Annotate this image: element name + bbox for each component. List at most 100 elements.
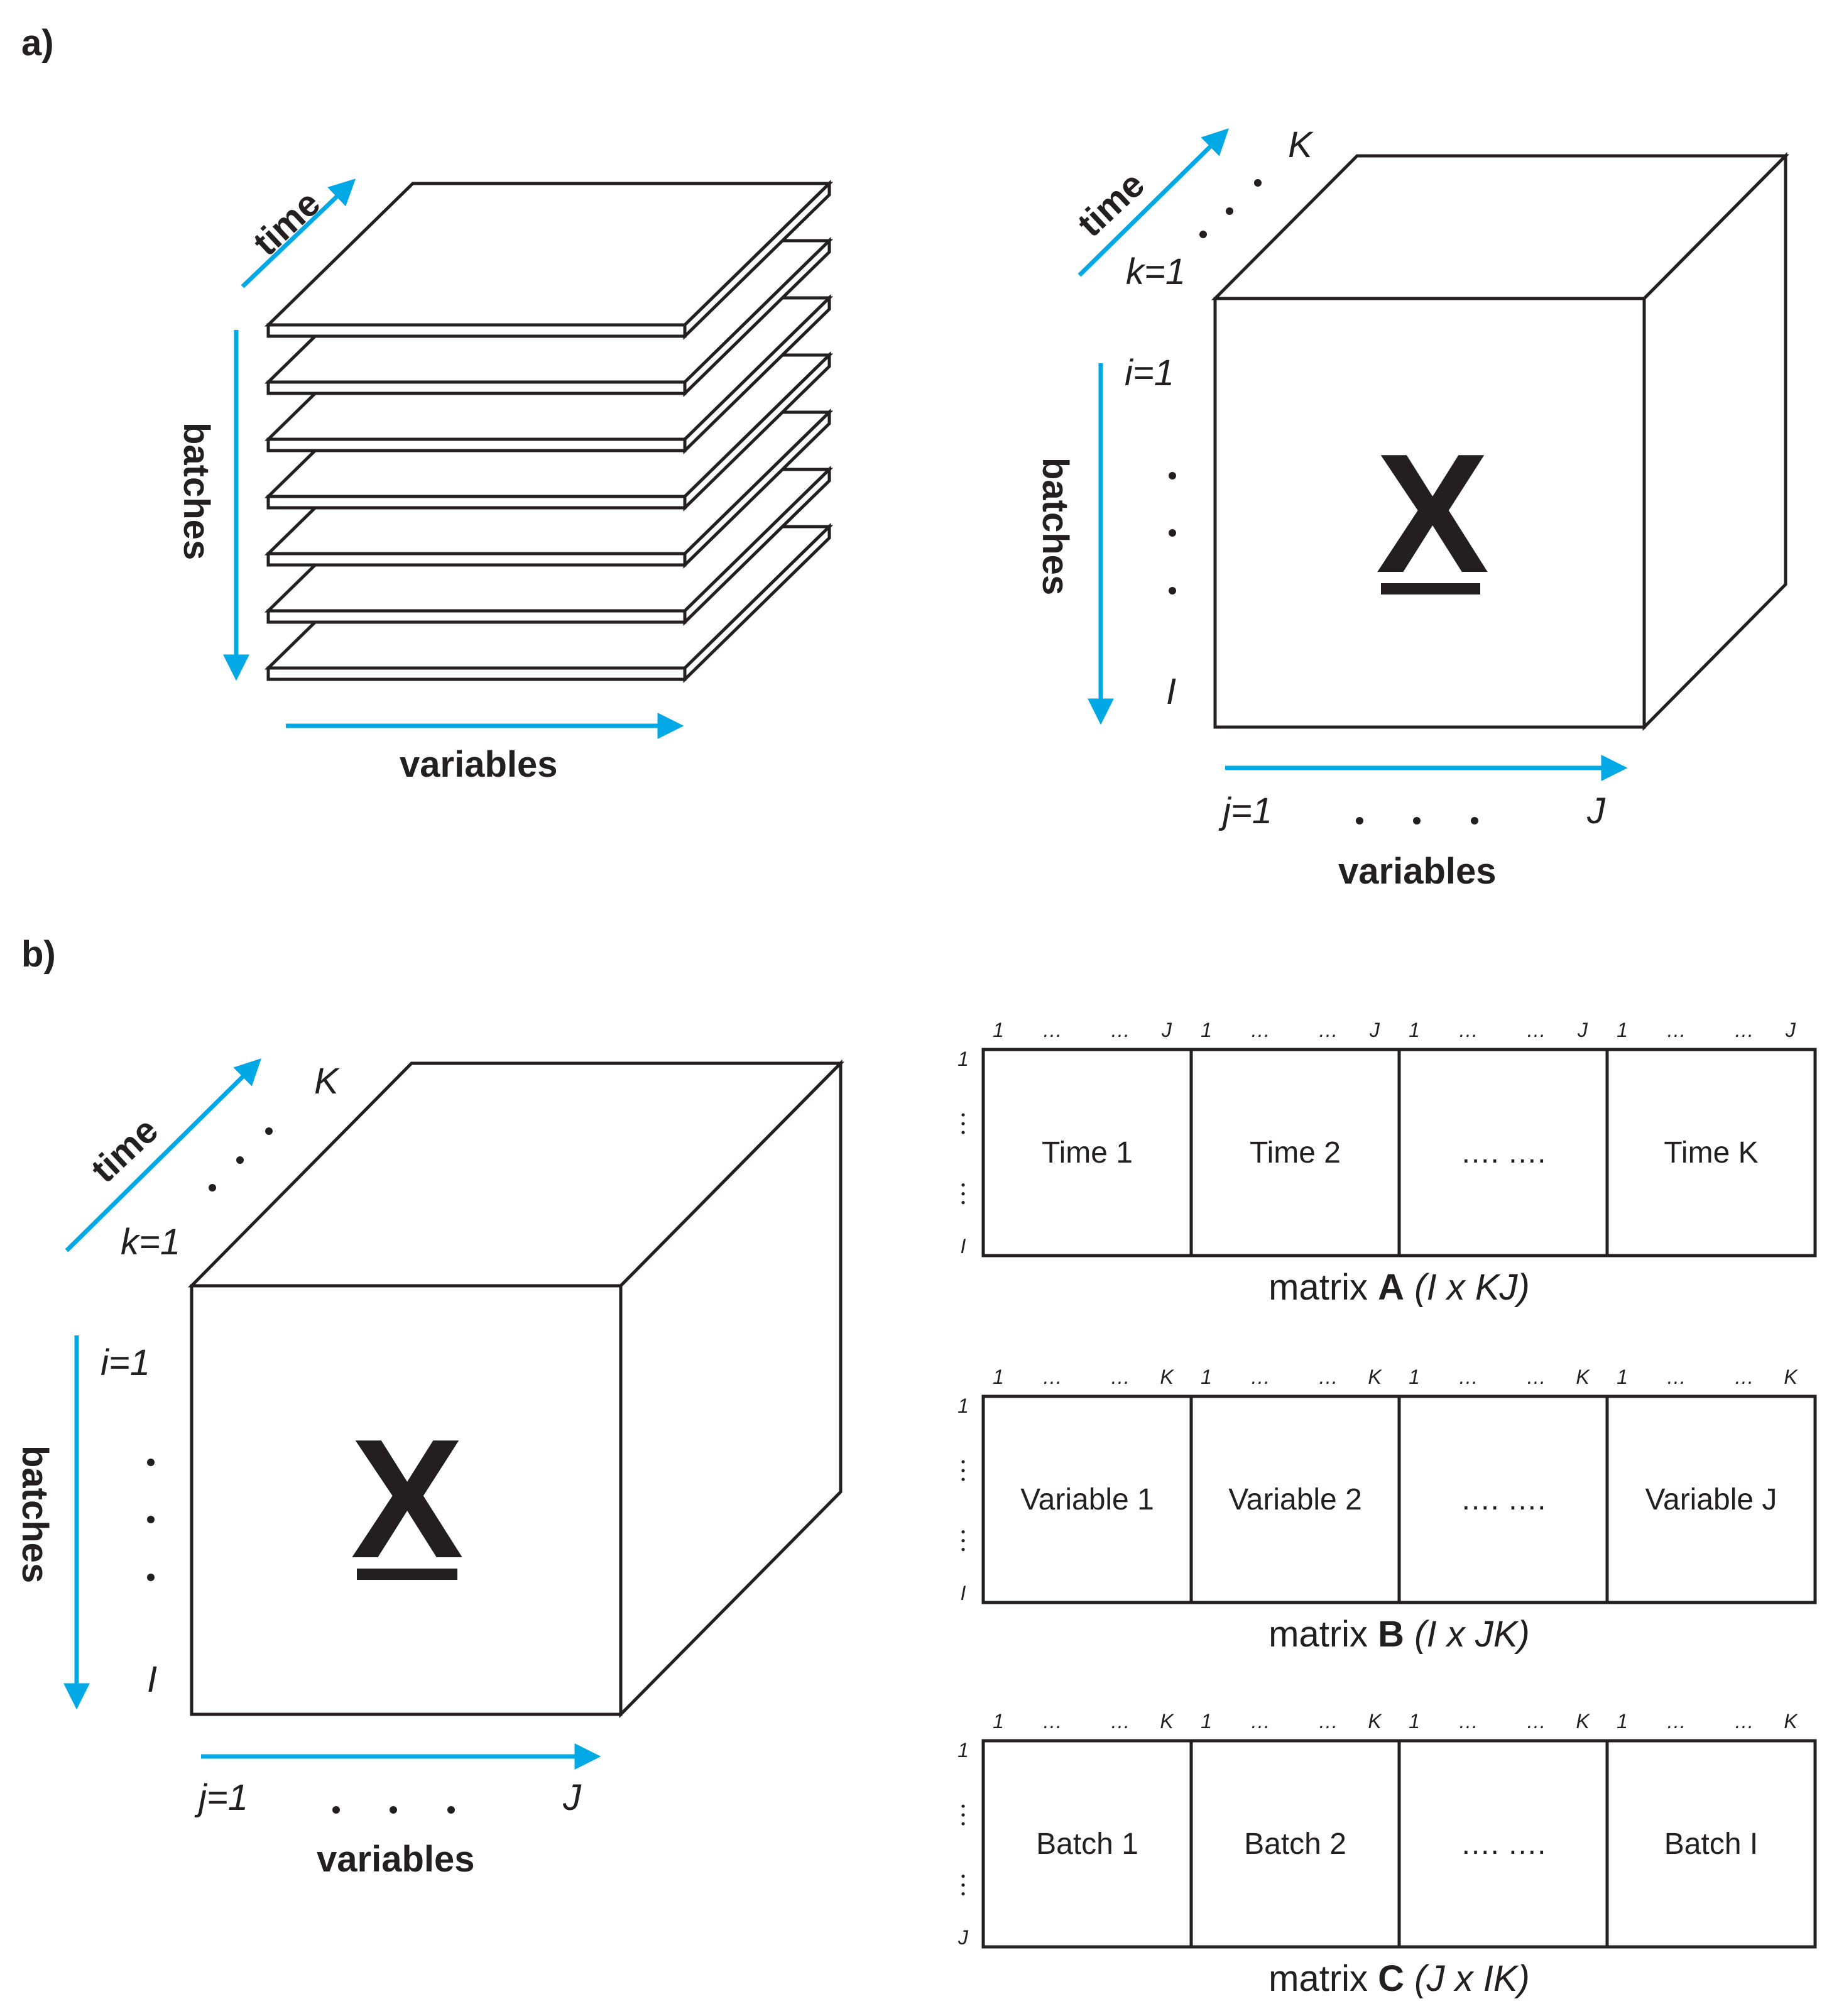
tensor-cube-b	[188, 1059, 844, 1719]
column-index-dots: …	[1526, 1710, 1546, 1733]
row-index-dot	[961, 1813, 965, 1817]
tensor-underline-b	[357, 1569, 457, 1580]
column-index-dots: …	[1042, 1019, 1062, 1041]
matrix-caption-letter: C	[1378, 1958, 1404, 1999]
time-slice	[264, 180, 834, 340]
column-index-start: 1	[993, 1710, 1004, 1733]
column-index-dots: …	[1666, 1019, 1686, 1041]
column-index-end: J	[1577, 1019, 1588, 1041]
tensor-symbol-a: X	[1376, 419, 1490, 608]
column-index-dots: …	[1458, 1710, 1478, 1733]
k-start-label-a: k=1	[1126, 251, 1186, 292]
column-index-dots: …	[1526, 1019, 1546, 1041]
row-index-dot	[961, 1804, 965, 1808]
column-index-end: K	[1576, 1366, 1590, 1388]
column-index-dots: …	[1734, 1019, 1754, 1041]
matrix-caption: matrix C (J x IK)	[1268, 1958, 1530, 1999]
column-index-dots: …	[1250, 1710, 1270, 1733]
column-index-end: K	[1160, 1710, 1174, 1733]
time-arrow-b	[65, 1058, 261, 1252]
i-dot	[1169, 472, 1176, 479]
column-index-dots: …	[1110, 1019, 1130, 1041]
i-dot	[1169, 587, 1176, 594]
matrix-caption-dims: (J x IK)	[1404, 1958, 1530, 1999]
column-index-start: 1	[993, 1019, 1004, 1041]
k-end-label-a: K	[1288, 124, 1314, 165]
j-dot	[1413, 817, 1421, 824]
matrix-cell-label: …. ….	[1460, 1136, 1546, 1170]
row-index-dot	[961, 1201, 965, 1205]
matrix-cell-label: Batch 1	[1036, 1827, 1138, 1861]
row-index-dot	[961, 1469, 965, 1472]
column-index-start: 1	[1409, 1710, 1420, 1733]
column-index-dots: …	[1250, 1019, 1270, 1041]
j-dot	[390, 1806, 397, 1814]
matrix-cell-label: Variable 1	[1020, 1483, 1154, 1516]
row-index-end: I	[961, 1235, 966, 1257]
matrix-cell-label: …. ….	[1460, 1483, 1546, 1516]
k-dot	[1226, 207, 1233, 215]
column-index-end: J	[1369, 1019, 1380, 1041]
row-index-dot	[961, 1822, 965, 1826]
column-index-dots: …	[1666, 1710, 1686, 1733]
i-dot	[147, 1574, 155, 1581]
column-index-dots: …	[1318, 1366, 1338, 1388]
j-start-label-b: j=1	[194, 1777, 248, 1818]
column-index-start: 1	[1409, 1019, 1420, 1041]
column-index-dots: …	[1458, 1366, 1478, 1388]
matrix-caption-letter: B	[1378, 1614, 1404, 1655]
row-index-dot	[961, 1131, 965, 1134]
row-index-dot	[961, 1183, 965, 1187]
i-dot	[147, 1516, 155, 1523]
row-index-start: 1	[957, 1394, 969, 1417]
k-dot	[1254, 179, 1262, 187]
column-index-dots: …	[1110, 1366, 1130, 1388]
column-index-dots: …	[1526, 1366, 1546, 1388]
column-index-end: J	[1785, 1019, 1796, 1041]
row-index-dot	[961, 1875, 965, 1878]
row-index-dot	[961, 1892, 965, 1896]
i-end-label-a: I	[1166, 671, 1176, 712]
tensor-underline-a	[1381, 583, 1480, 594]
k-end-label-b: K	[314, 1061, 340, 1102]
row-index-dot	[961, 1122, 965, 1126]
slice-stack	[264, 180, 834, 683]
column-index-end: K	[1784, 1366, 1798, 1388]
row-index-dot	[961, 1113, 965, 1117]
column-index-end: K	[1160, 1366, 1174, 1388]
matrix-cell-label: Variable 2	[1228, 1483, 1362, 1516]
column-index-end: K	[1368, 1366, 1382, 1388]
matrix-cell-label: Time 1	[1042, 1136, 1133, 1170]
column-index-start: 1	[1201, 1019, 1212, 1041]
column-index-dots: …	[1250, 1366, 1270, 1388]
matrix-caption-prefix: matrix	[1268, 1958, 1378, 1999]
column-index-dots: …	[1734, 1710, 1754, 1733]
column-index-dots: …	[1110, 1710, 1130, 1733]
matrix-caption: matrix A (I x KJ)	[1268, 1267, 1530, 1308]
row-index-dot	[961, 1477, 965, 1481]
panel-a-label: a)	[21, 23, 54, 63]
i-end-label-b: I	[147, 1659, 157, 1700]
panel-b-label: b)	[21, 934, 56, 975]
k-start-label-b: k=1	[121, 1222, 180, 1263]
j-dot	[1471, 817, 1478, 824]
matrix-cell-label: Time K	[1664, 1136, 1758, 1170]
row-index-end: I	[961, 1582, 966, 1604]
i-start-label-b: i=1	[101, 1342, 150, 1383]
row-index-start: 1	[957, 1739, 969, 1761]
i-dot	[147, 1459, 155, 1466]
row-index-dot	[961, 1548, 965, 1552]
column-index-start: 1	[1617, 1366, 1628, 1388]
column-index-start: 1	[1201, 1710, 1212, 1733]
tensor-cube-a	[1211, 151, 1789, 731]
matrix-caption-dims: (I x JK)	[1404, 1614, 1530, 1655]
column-index-start: 1	[993, 1366, 1004, 1388]
matrix-caption: matrix B (I x JK)	[1268, 1614, 1530, 1655]
row-index-dot	[961, 1192, 965, 1196]
i-dot	[1169, 529, 1176, 537]
batches-axis-label-b: batches	[14, 1445, 55, 1583]
row-index-dot	[961, 1530, 965, 1534]
